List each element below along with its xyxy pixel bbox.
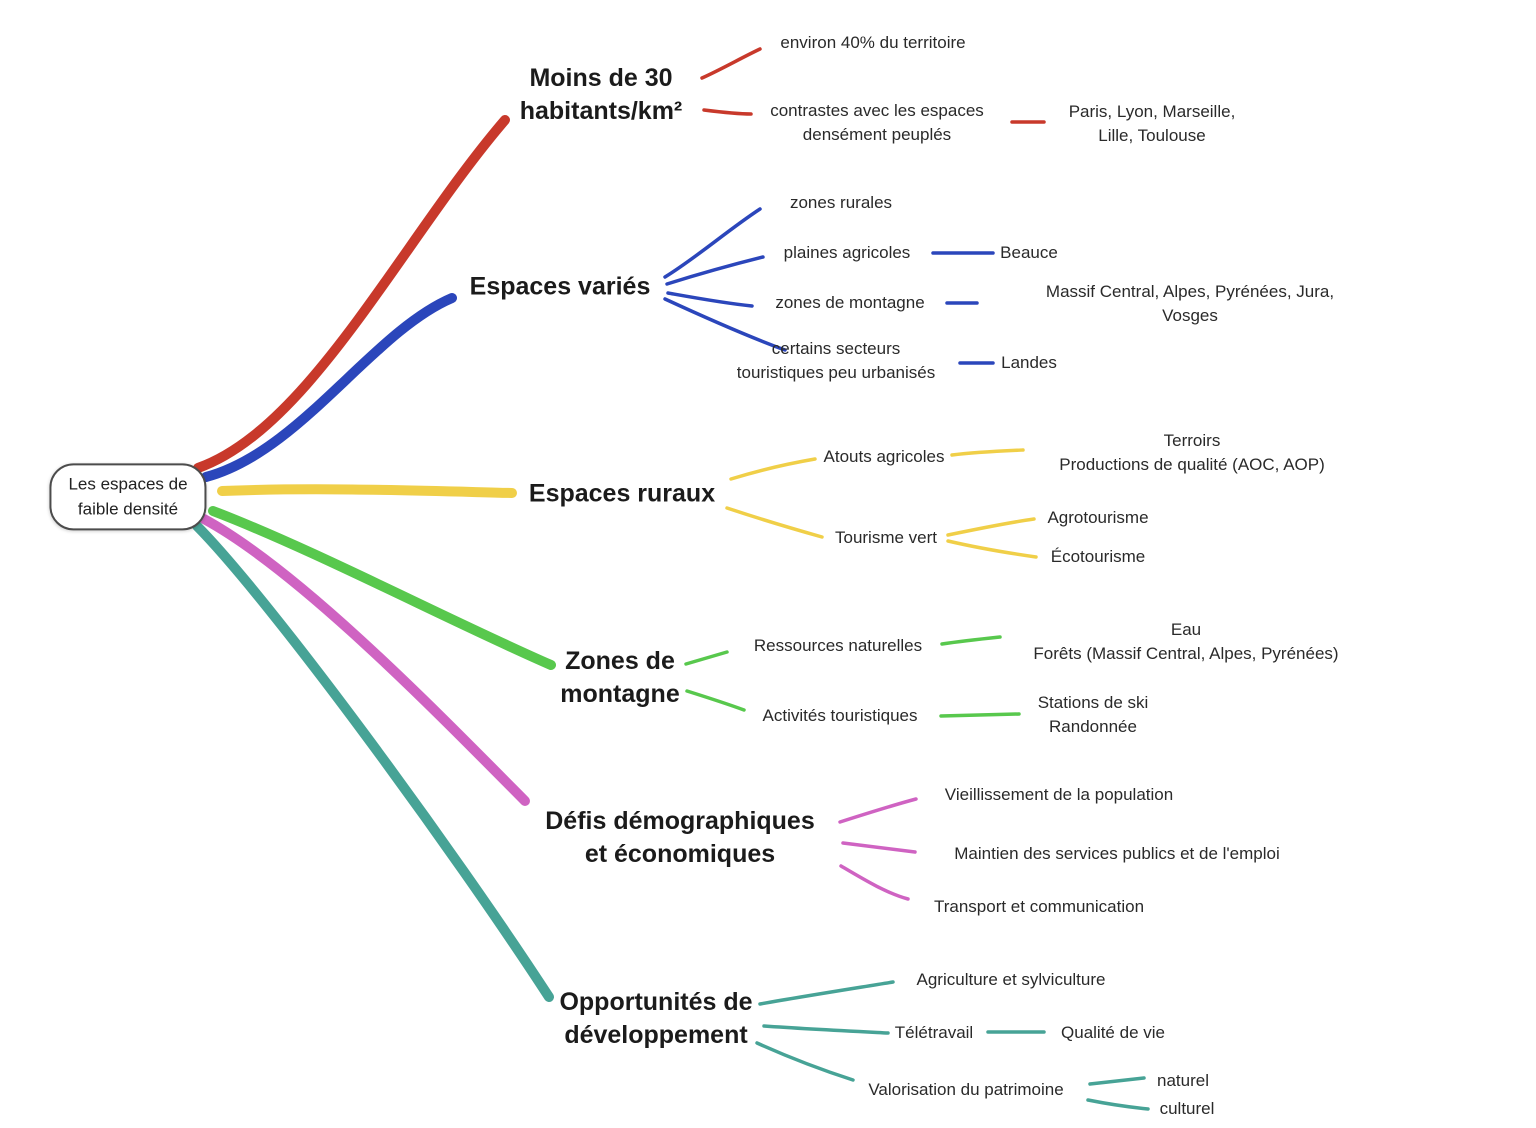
node-teletravail[interactable]: Télétravail xyxy=(894,1022,974,1042)
node-vieillissement[interactable]: Vieillissement de la population xyxy=(944,784,1174,804)
link-maintien-services xyxy=(841,841,917,854)
node-activites-touristiques[interactable]: Activités touristiques xyxy=(762,705,918,725)
link-culturel xyxy=(1086,1098,1150,1111)
link-certains-secteurs xyxy=(663,297,787,352)
link-activites-touristiques xyxy=(685,689,746,712)
node-transport-communication[interactable]: Transport et communication xyxy=(933,896,1145,916)
node-qualite-de-vie[interactable]: Qualité de vie xyxy=(1061,1022,1165,1042)
link-ecotourisme xyxy=(946,539,1038,559)
branch-curve-moins-de-30 xyxy=(193,115,510,473)
link-atouts-agricoles xyxy=(729,457,817,481)
node-naturel[interactable]: naturel xyxy=(1157,1070,1209,1090)
node-plaines-agricoles[interactable]: plaines agricoles xyxy=(783,242,911,262)
link-ressources-naturelles xyxy=(684,650,729,666)
link-valorisation xyxy=(755,1041,855,1082)
branch-curve-zones-de-montagne xyxy=(208,506,556,670)
node-landes[interactable]: Landes xyxy=(1001,352,1057,372)
topic-moins-de-30[interactable]: Moins de 30 habitants/km² xyxy=(519,63,683,125)
node-culturel[interactable]: culturel xyxy=(1159,1098,1215,1118)
link-naturel xyxy=(1088,1076,1146,1086)
link-terroirs xyxy=(950,448,1025,457)
link-tourisme-vert xyxy=(725,506,824,539)
link-zones-rurales xyxy=(663,207,762,279)
topic-espaces-varies[interactable]: Espaces variés xyxy=(469,272,651,301)
node-agriculture-sylviculture[interactable]: Agriculture et sylviculture xyxy=(916,969,1106,989)
branch-curve-espaces-varies xyxy=(201,293,457,482)
link-teletravail xyxy=(762,1024,890,1035)
topic-defis-demographiques[interactable]: Défis démographiques et économiques xyxy=(545,806,815,868)
link-environ-40 xyxy=(700,47,762,80)
branch-curve-defis xyxy=(199,514,530,806)
topic-zones-de-montagne[interactable]: Zones de montagne xyxy=(560,646,680,708)
node-terroirs-productions[interactable]: Terroirs Productions de qualité (AOC, AO… xyxy=(1059,430,1325,474)
node-contrastes[interactable]: contrastes avec les espaces densément pe… xyxy=(770,100,984,144)
link-zones-de-montagne-item xyxy=(666,291,754,308)
node-valorisation-patrimoine[interactable]: Valorisation du patrimoine xyxy=(868,1079,1064,1099)
link-vieillissement xyxy=(838,797,918,824)
node-tourisme-vert[interactable]: Tourisme vert xyxy=(834,527,938,547)
node-ressources-naturelles[interactable]: Ressources naturelles xyxy=(753,635,923,655)
branch-curve-espaces-ruraux xyxy=(217,484,517,498)
link-contrastes xyxy=(702,108,753,116)
link-plaines-agricoles xyxy=(665,255,765,286)
branch-curve-opportunites xyxy=(192,521,554,1002)
node-paris-lyon-marseille[interactable]: Paris, Lyon, Marseille, Lille, Toulouse xyxy=(1068,101,1236,145)
topic-opportunites[interactable]: Opportunités de développement xyxy=(559,987,753,1049)
node-certains-secteurs[interactable]: certains secteurs touristiques peu urban… xyxy=(736,338,936,382)
node-stations-de-ski[interactable]: Stations de ski Randonnée xyxy=(1037,692,1149,736)
node-eau-forets[interactable]: Eau Forêts (Massif Central, Alpes, Pyrén… xyxy=(1033,619,1339,663)
topic-espaces-ruraux[interactable]: Espaces ruraux xyxy=(528,479,716,508)
link-stations-de-ski xyxy=(939,712,1021,718)
link-transport xyxy=(839,864,910,901)
link-eau-forets xyxy=(940,635,1002,646)
node-maintien-services[interactable]: Maintien des services publics et de l'em… xyxy=(954,843,1280,863)
node-zones-rurales[interactable]: zones rurales xyxy=(789,192,893,212)
link-agriculture-sylviculture xyxy=(758,980,895,1006)
node-agrotourisme[interactable]: Agrotourisme xyxy=(1047,507,1149,527)
node-ecotourisme[interactable]: Écotourisme xyxy=(1050,546,1146,566)
root-node[interactable]: Les espaces de faible densité xyxy=(49,463,207,531)
node-massif-central-alpes[interactable]: Massif Central, Alpes, Pyrénées, Jura, V… xyxy=(1045,281,1335,325)
node-zones-de-montagne-item[interactable]: zones de montagne xyxy=(775,292,925,312)
node-beauce[interactable]: Beauce xyxy=(1000,242,1058,262)
link-agrotourisme xyxy=(946,517,1036,537)
node-environ-40[interactable]: environ 40% du territoire xyxy=(780,32,966,52)
node-atouts-agricoles[interactable]: Atouts agricoles xyxy=(823,446,945,466)
